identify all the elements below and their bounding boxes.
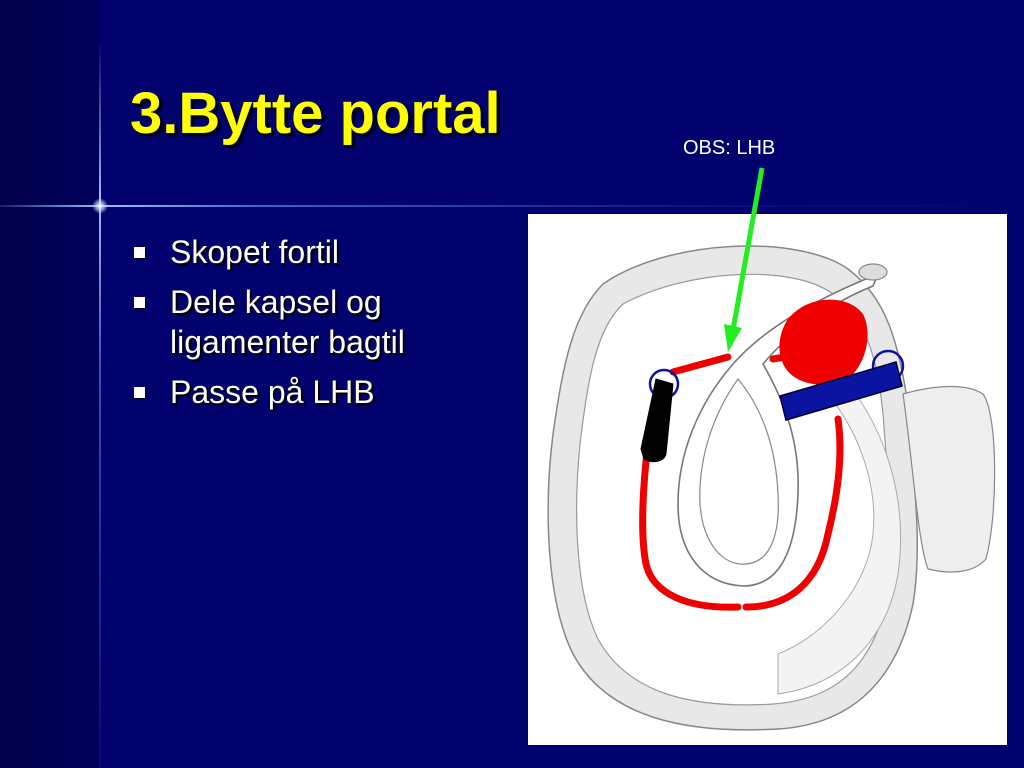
shoulder-joint-illustration xyxy=(547,245,996,731)
square-bullet-icon xyxy=(134,387,145,398)
capsule-incision-line-left xyxy=(639,440,742,611)
bullet-list: Skopet fortil Dele kapsel og ligamenter … xyxy=(130,232,510,422)
slide-left-band xyxy=(0,0,100,768)
decorative-vertical-line xyxy=(99,40,101,768)
bullet-text: Dele kapsel og ligamenter bagtil xyxy=(170,284,405,360)
square-bullet-icon xyxy=(134,247,145,258)
subscapularis xyxy=(777,383,901,695)
bullet-item-3: Passe på LHB xyxy=(130,372,510,412)
capsule-incision-line-right xyxy=(742,415,844,611)
red-tissue xyxy=(779,299,868,385)
capsule-incision-line xyxy=(669,353,732,376)
lhb-tendon-end xyxy=(858,263,888,281)
bullet-item-1: Skopet fortil xyxy=(130,232,510,272)
bullet-item-2: Dele kapsel og ligamenter bagtil xyxy=(130,282,510,362)
lhb-inner xyxy=(699,378,779,565)
sparkle-icon xyxy=(92,198,108,214)
shoulder-diagram xyxy=(528,214,1007,745)
decorative-horizontal-line xyxy=(0,205,1024,207)
cannula xyxy=(779,361,903,421)
humeral-head xyxy=(902,385,996,573)
arthroscope xyxy=(640,378,674,463)
obs-lhb-label: OBS: LHB xyxy=(683,137,776,159)
bullet-text: Skopet fortil xyxy=(170,234,339,270)
bullet-text: Passe på LHB xyxy=(170,374,375,410)
slide-title: 3.Bytte portal xyxy=(130,81,501,146)
square-bullet-icon xyxy=(134,297,145,308)
